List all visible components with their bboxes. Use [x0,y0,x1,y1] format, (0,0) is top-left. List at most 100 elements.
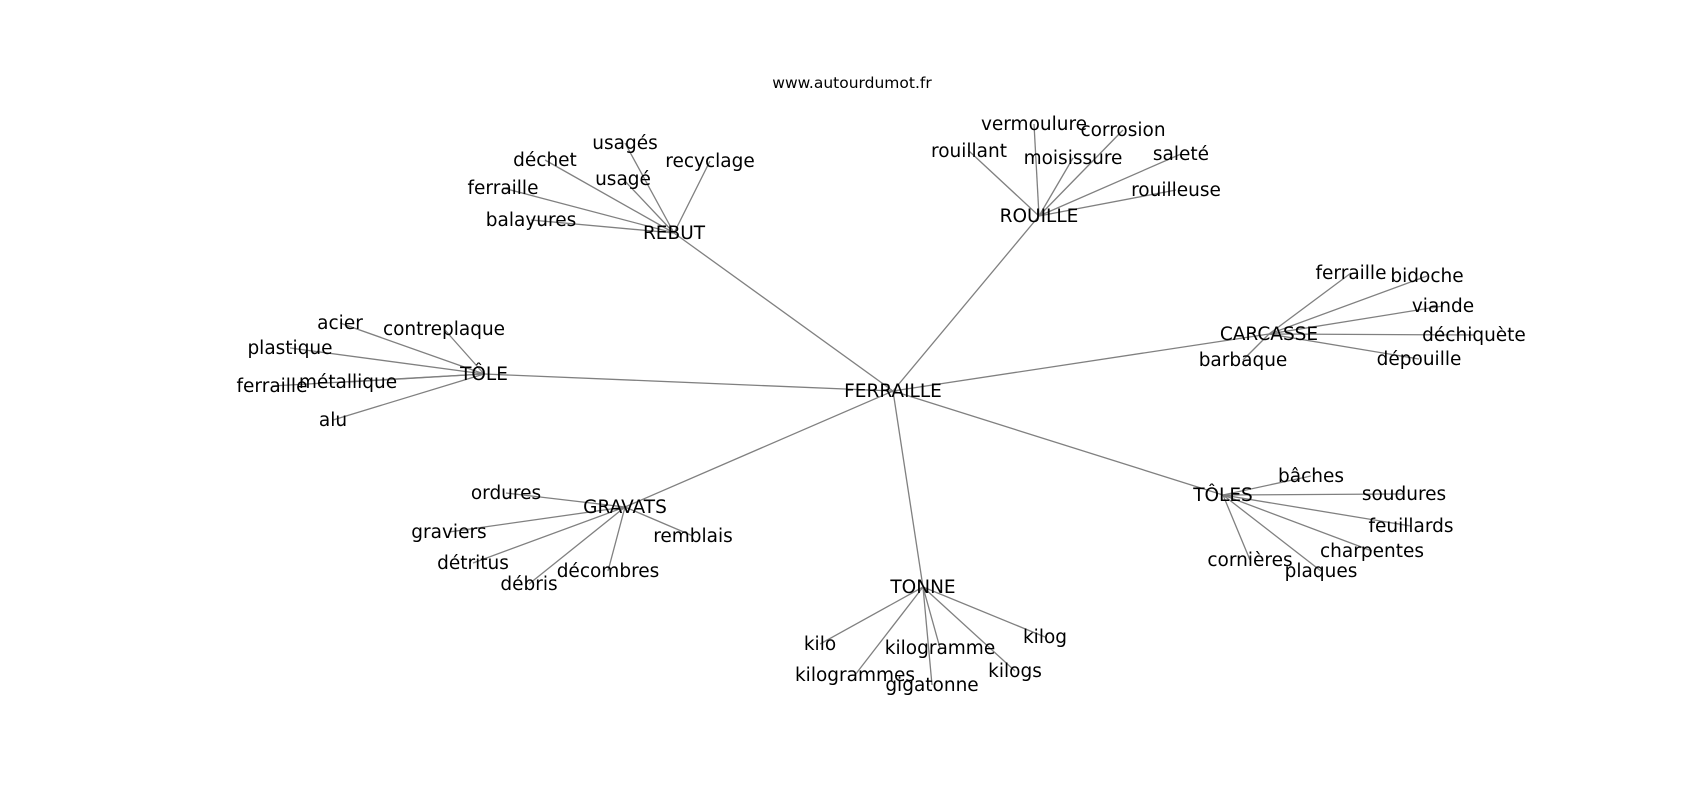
edge-center-hub [892,333,1270,392]
leaf-node-label[interactable]: barbaque [1199,350,1288,371]
leaf-node-label[interactable]: moisissure [1024,148,1123,169]
leaf-node-label[interactable]: dépouille [1377,349,1462,370]
edge-hub-leaf [1222,493,1405,496]
edge-center-hub [673,232,894,392]
leaf-node-label[interactable]: charpentes [1320,541,1424,562]
edge-center-hub [624,390,894,508]
leaf-node-label[interactable]: kilogs [988,661,1042,682]
leaf-node-label[interactable]: kilogrammes [795,665,915,686]
leaf-node-label[interactable]: usagés [592,133,657,154]
edge-hub-leaf [922,586,941,649]
edge-hub-leaf [922,586,1046,638]
edge-hub-leaf [271,373,485,387]
edge-hub-leaf [922,586,1016,672]
leaf-node-label[interactable]: alu [319,410,347,431]
hub-node-label[interactable]: TÔLES [1192,484,1253,506]
leaf-node-label[interactable]: déchet [513,150,577,171]
leaf-node-label[interactable]: usagé [595,169,651,190]
edge-hub-leaf [673,160,711,234]
leaf-node-label[interactable]: soudures [1362,484,1446,505]
edge-hub-leaf [1268,333,1475,336]
leaf-node-label[interactable]: bidoche [1390,266,1463,287]
leaf-node-label[interactable]: cornières [1207,550,1292,571]
leaf-node-label[interactable]: saleté [1153,144,1209,165]
hub-node-label[interactable]: TONNE [889,577,955,598]
edge-hub-leaf [819,586,924,645]
edge-center-hub [483,373,894,392]
leaf-node-label[interactable]: plastique [247,338,332,359]
hub-node-label[interactable]: TÔLE [459,363,508,385]
edge-hub-leaf [1222,494,1251,561]
leaf-node-label[interactable]: recyclage [665,151,754,172]
edge-hub-leaf [607,506,626,572]
edge-center-hub [892,215,1040,392]
leaf-node-label[interactable]: contreplaque [383,319,505,340]
leaf-node-label[interactable]: débris [500,574,557,595]
leaf-node-label[interactable]: balayures [486,210,576,231]
edge-hub-leaf [624,506,694,537]
leaf-node-label[interactable]: feuillards [1368,516,1453,537]
leaf-node-label[interactable]: graviers [411,522,486,543]
leaf-node-label[interactable]: vermoulure [981,114,1087,135]
graph-edges [271,123,1475,686]
leaf-node-label[interactable]: ferraille [1316,263,1387,284]
edge-hub-leaf [1222,494,1322,572]
leaf-node-label[interactable]: kilogramme [885,638,995,659]
leaf-node-label[interactable]: kilo [804,634,836,655]
edge-hub-leaf [530,219,675,234]
edge-hub-leaf [922,586,933,686]
edge-hub-leaf [1038,153,1182,217]
edge-hub-leaf [1033,123,1040,217]
site-url[interactable]: www.autourdumot.fr [772,74,932,92]
leaf-node-label[interactable]: ferraille [237,376,308,397]
edge-hub-leaf [624,142,675,234]
edge-hub-leaf [622,178,675,234]
hub-node-label[interactable]: ROUILLE [1000,206,1079,227]
hub-node-label[interactable]: GRAVATS [583,497,667,518]
leaf-node-label[interactable]: viande [1412,296,1474,317]
leaf-node-label[interactable]: détritus [437,553,509,574]
edge-center-hub [892,390,1224,496]
edge-hub-leaf [1242,333,1270,361]
edge-hub-leaf [1038,189,1177,217]
leaf-node-label[interactable]: déchiquète [1422,325,1526,346]
edge-hub-leaf [505,492,626,508]
edge-hub-leaf [1038,157,1074,217]
leaf-node-label[interactable]: kilog [1023,627,1067,648]
edge-hub-leaf [1268,305,1444,335]
hub-node-label[interactable]: CARCASSE [1220,324,1318,345]
leaf-node-label[interactable]: décombres [557,561,660,582]
leaf-node-label[interactable]: plaques [1285,561,1358,582]
edge-hub-leaf [472,506,626,564]
edge-hub-leaf [1268,275,1428,335]
leaf-node-label[interactable]: métallique [299,372,397,393]
leaf-node-label[interactable]: ferraille [468,178,539,199]
edge-hub-leaf [968,150,1040,217]
center-node-label[interactable]: FERRAILLE [844,381,942,402]
edge-hub-leaf [544,159,675,234]
edge-hub-leaf [1268,333,1420,360]
edge-hub-leaf [289,347,485,375]
hub-node-label[interactable]: REBUT [643,223,706,244]
leaf-node-label[interactable]: rouillant [931,141,1007,162]
edge-hub-leaf [528,506,626,585]
edge-hub-leaf [1038,129,1124,217]
leaf-node-label[interactable]: acier [317,313,363,334]
leaf-node-label[interactable]: corrosion [1080,120,1165,141]
edge-hub-leaf [339,322,485,375]
leaf-node-label[interactable]: ordures [471,483,541,504]
edge-hub-leaf [448,506,626,533]
edge-hub-leaf [854,586,924,676]
leaf-node-label[interactable]: remblais [653,526,733,547]
leaf-node-label[interactable]: rouilleuse [1131,180,1221,201]
leaf-node-label[interactable]: gigatonne [885,675,978,696]
edge-center-hub [892,390,924,588]
leaf-node-label[interactable]: bâches [1278,466,1344,487]
edge-hub-leaf [1268,272,1352,335]
edge-hub-leaf [1222,494,1373,552]
edge-hub-leaf [1222,475,1312,496]
edge-hub-leaf [332,373,485,421]
edge-hub-leaf [443,328,485,375]
edge-hub-leaf [502,187,675,234]
